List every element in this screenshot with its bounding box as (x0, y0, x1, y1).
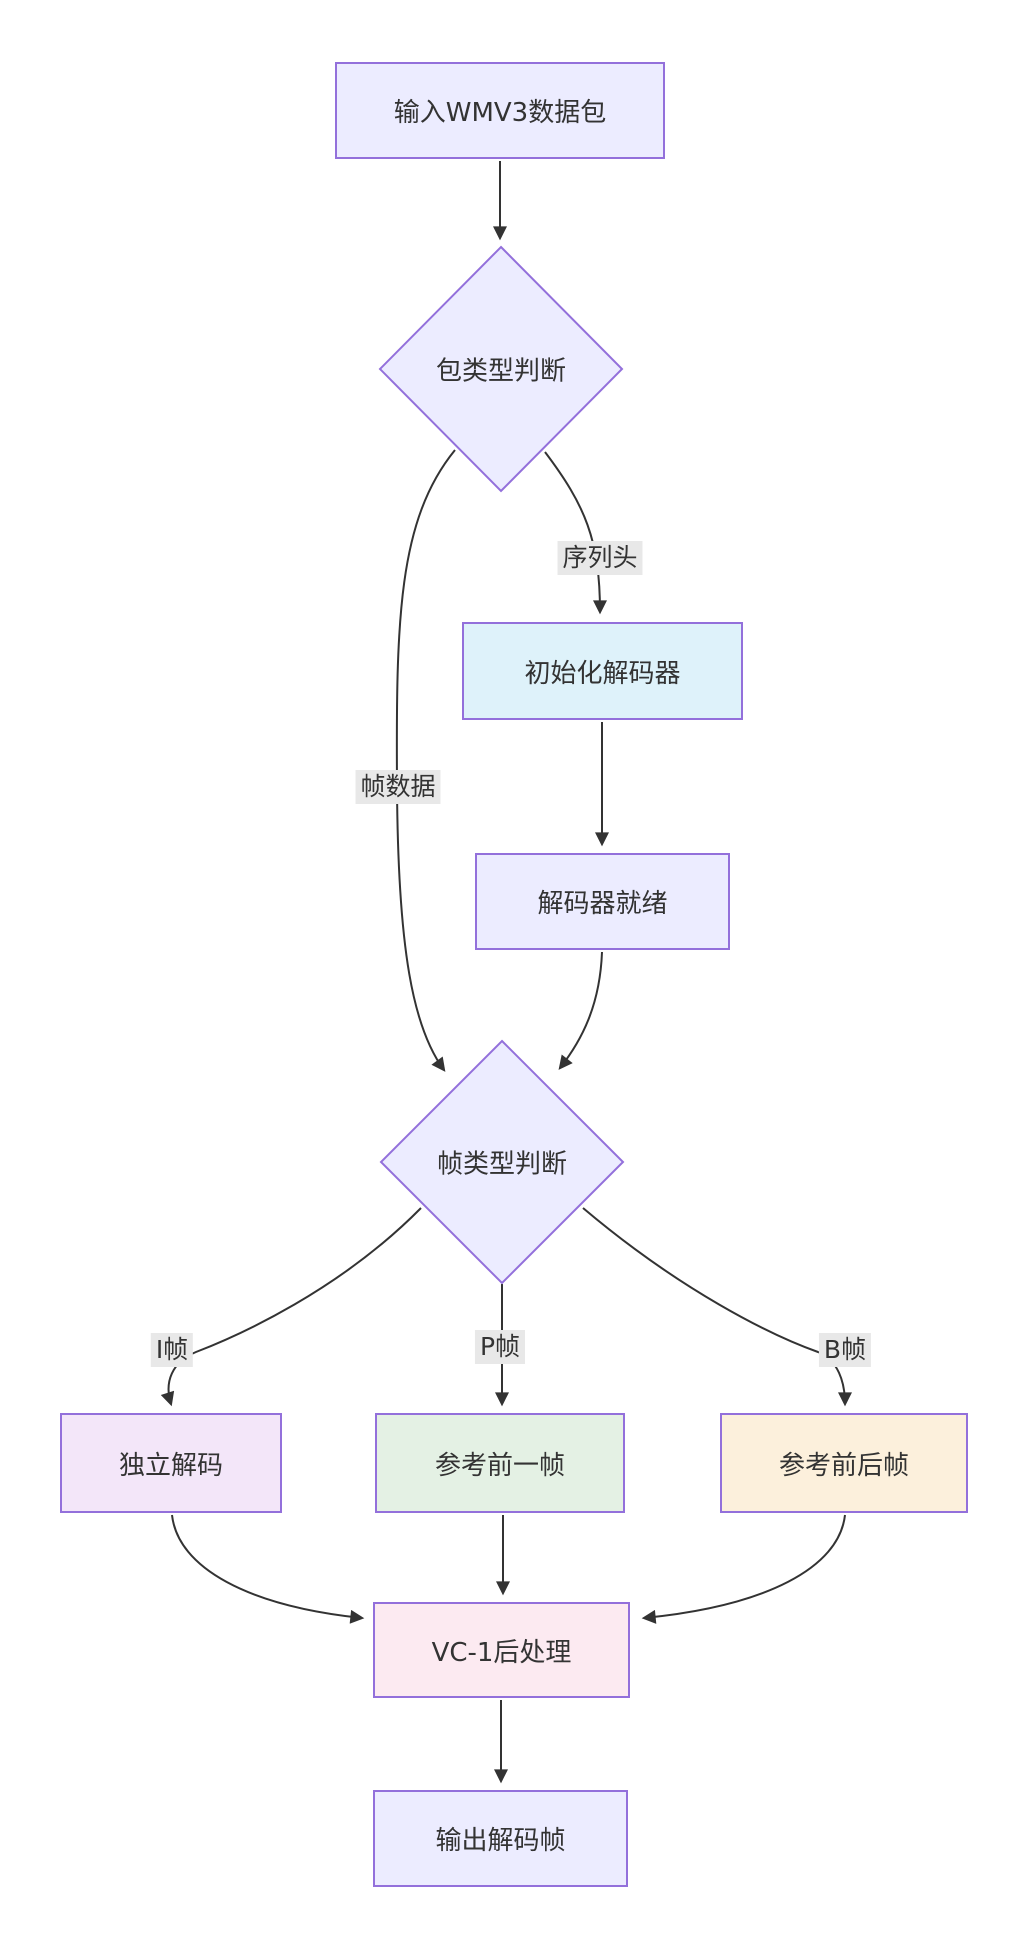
edge-label-sequence-header: 序列头 (557, 541, 643, 575)
edge-packet-decision-to-init-decoder (544, 451, 607, 615)
node-label: 初始化解码器 (524, 658, 681, 689)
edge-frame-decision-to-b-decode (582, 1207, 852, 1407)
edge-label-frame-data: 帧数据 (355, 770, 441, 804)
node-label: VC-1后处理 (431, 1637, 572, 1668)
packet-type-decision-label: 包类型判断 (435, 356, 567, 387)
edge-label-p-frame: P帧 (474, 1330, 526, 1364)
node-decoder-ready: 解码器就绪 (475, 853, 730, 950)
frame-type-decision-shape (379, 1039, 625, 1285)
edge-b-decode-to-post-process (641, 1514, 846, 1624)
node-label: 解码器就绪 (537, 889, 668, 919)
edge-i-decode-to-post-process (171, 1514, 365, 1624)
edge-frame-decision-to-i-decode (160, 1207, 422, 1407)
edge-packet-decision-to-frame-decision (395, 449, 456, 1072)
edge-label-i-frame: I帧 (150, 1333, 194, 1367)
node-label: 输出解码帧 (435, 1826, 566, 1856)
edge-decoder-ready-to-frame-decision (558, 951, 603, 1070)
node-init-decoder: 初始化解码器 (462, 622, 743, 720)
node-p-frame-decode: 参考前一帧 (375, 1413, 625, 1513)
node-label: 独立解码 (118, 1450, 223, 1481)
node-b-frame-decode: 参考前后帧 (720, 1413, 968, 1513)
node-label: 参考前后帧 (778, 1450, 909, 1481)
packet-type-decision-shape (378, 245, 624, 493)
frame-type-decision-label: 帧类型判断 (436, 1149, 568, 1180)
node-output-decoded-frame: 输出解码帧 (373, 1790, 628, 1887)
node-i-frame-decode: 独立解码 (60, 1413, 282, 1513)
edge-label-b-frame: B帧 (818, 1333, 872, 1367)
node-input-wmv3-packet: 输入WMV3数据包 (335, 62, 665, 159)
node-vc1-post-process: VC-1后处理 (373, 1602, 630, 1698)
node-label: 输入WMV3数据包 (393, 98, 607, 128)
node-label: 参考前一帧 (434, 1450, 565, 1481)
